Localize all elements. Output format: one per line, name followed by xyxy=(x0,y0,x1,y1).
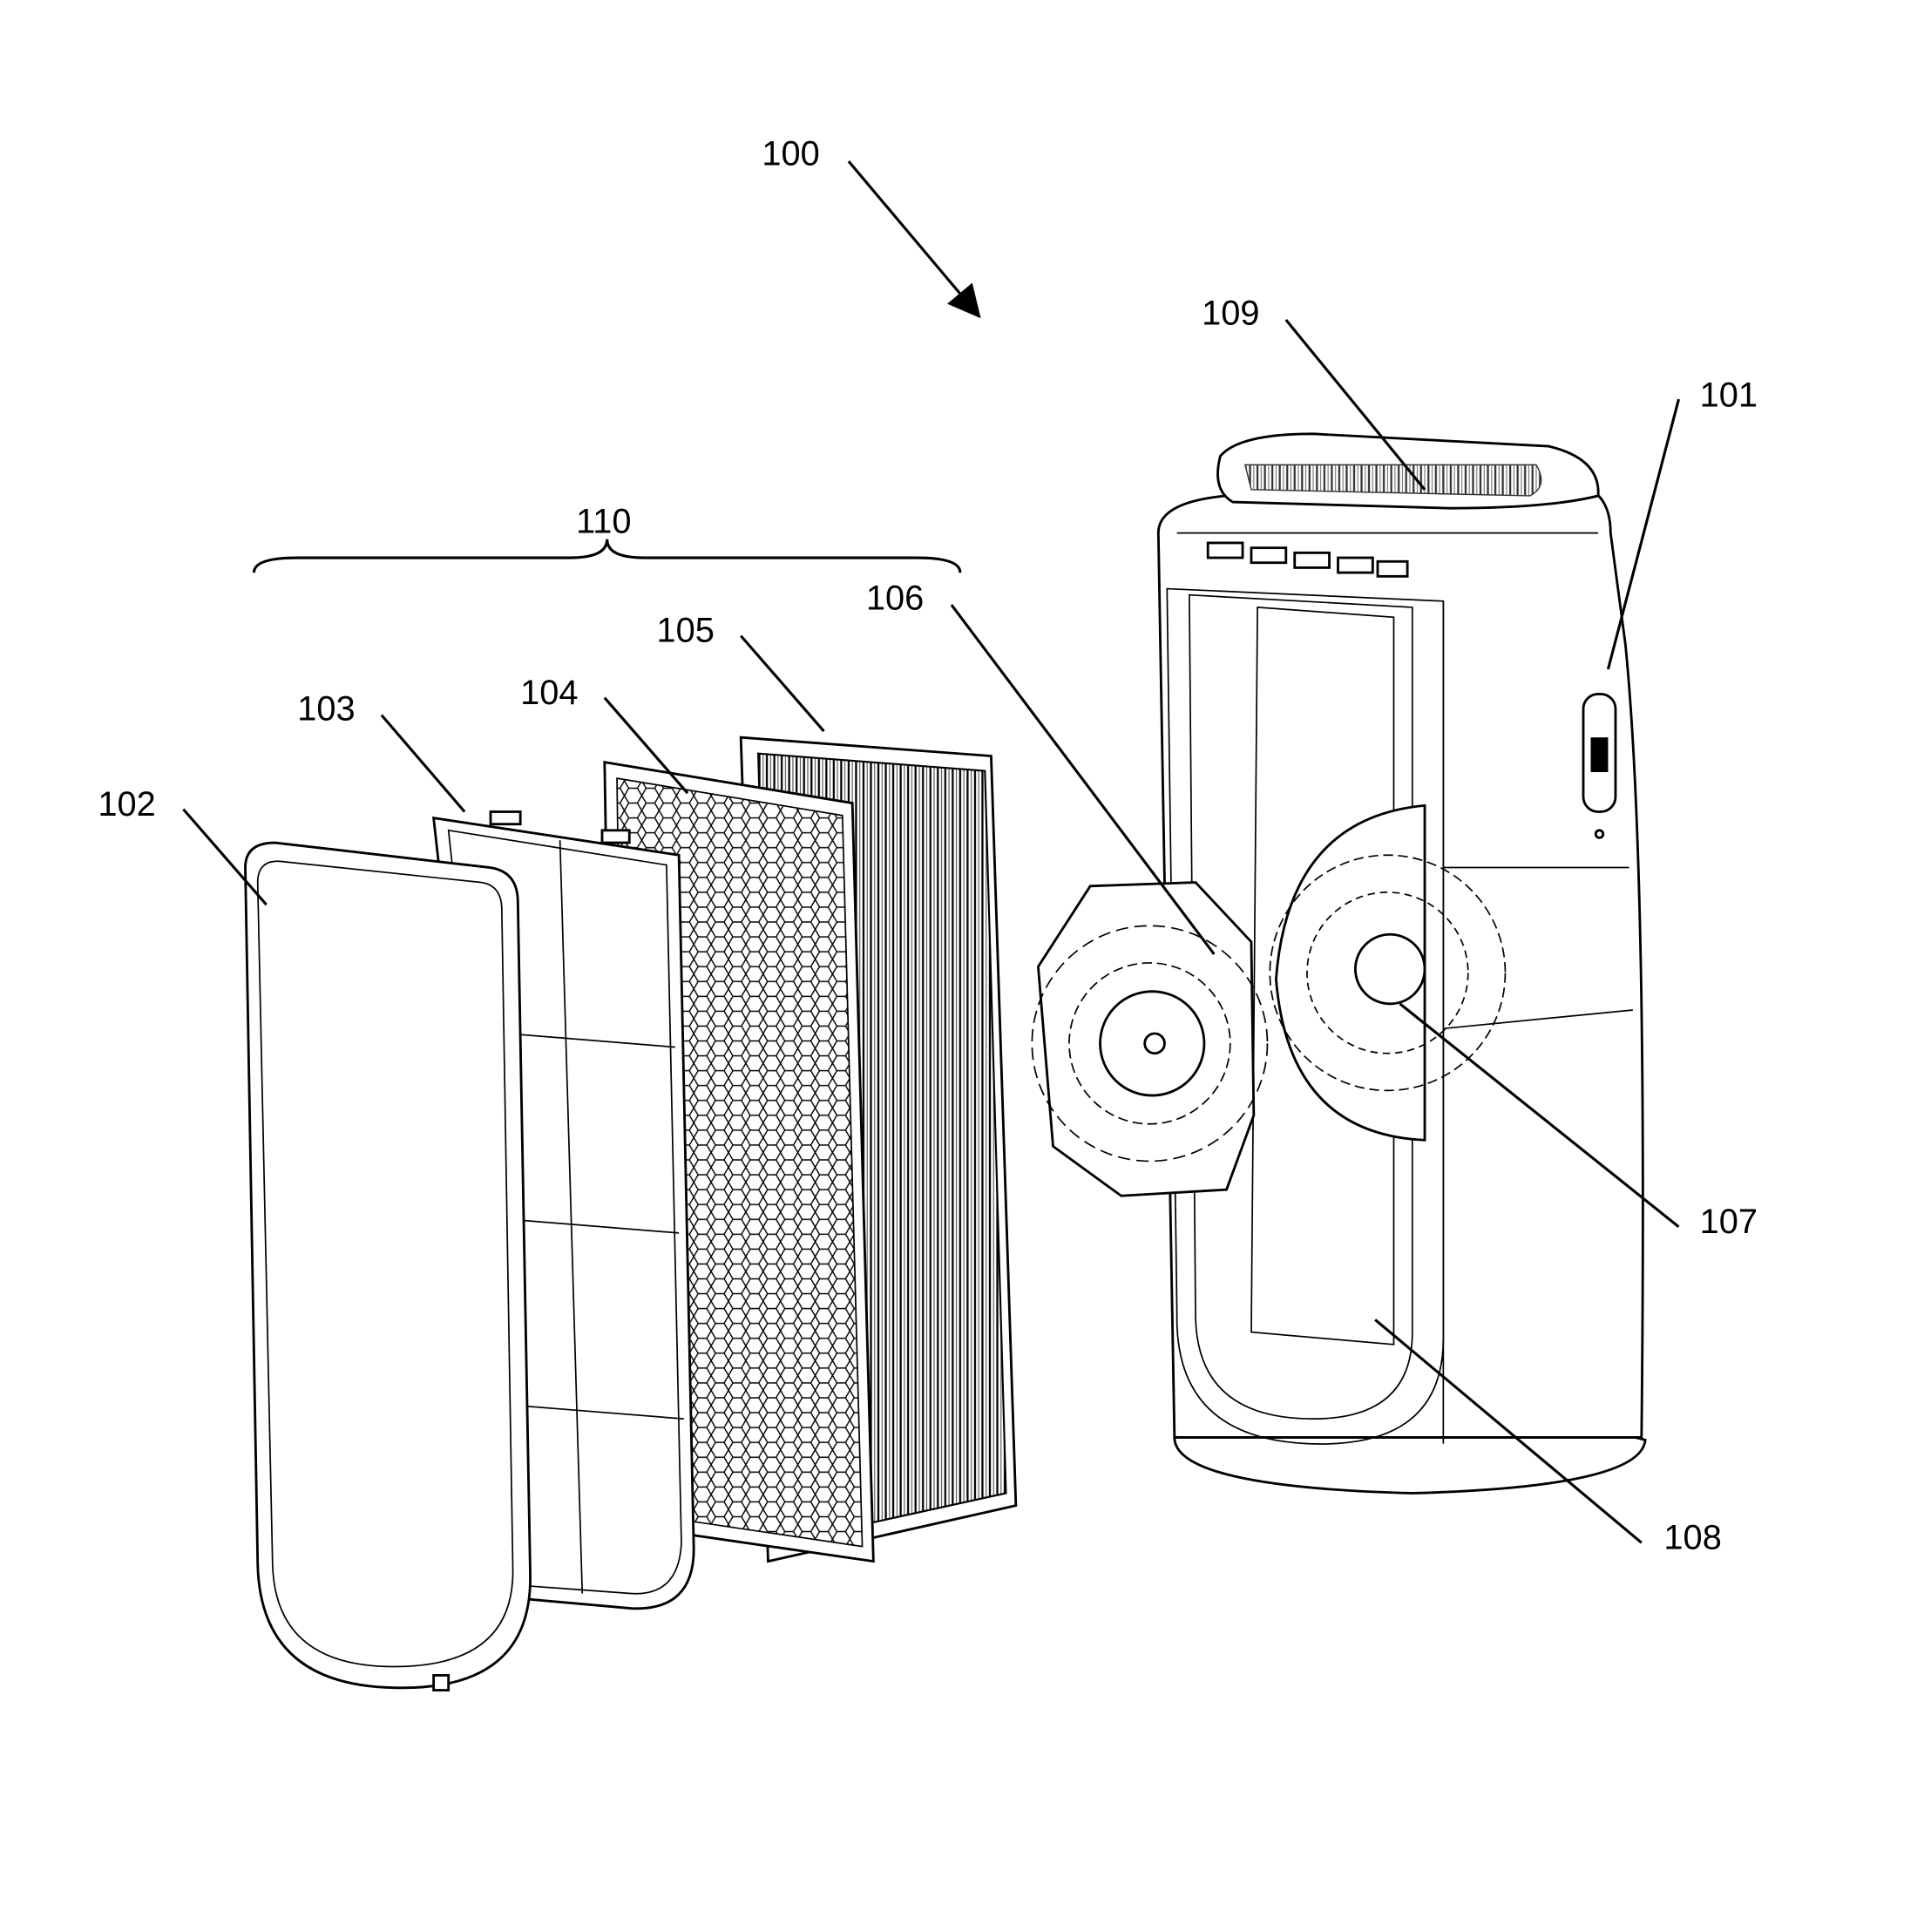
leader-105 xyxy=(740,634,825,733)
leader-108 xyxy=(1374,1319,1643,1544)
leader-101 xyxy=(1606,398,1681,670)
label-106: 106 xyxy=(866,580,924,618)
leader-109 xyxy=(1284,319,1426,491)
label-110: 110 xyxy=(576,503,631,541)
label-103: 103 xyxy=(297,689,355,728)
leader-103 xyxy=(380,714,466,813)
label-105: 105 xyxy=(657,612,715,650)
label-108: 108 xyxy=(1663,1518,1721,1556)
label-107: 107 xyxy=(1700,1203,1758,1241)
label-101: 101 xyxy=(1700,376,1758,415)
leader-104 xyxy=(603,696,689,795)
control-buttons xyxy=(1206,541,1409,578)
side-display xyxy=(1582,693,1617,839)
leader-106 xyxy=(950,604,1216,955)
label-109: 109 xyxy=(1202,295,1259,333)
fan-grille xyxy=(1031,881,1269,1197)
label-104: 104 xyxy=(520,674,578,712)
label-102: 102 xyxy=(98,785,155,824)
leader-107 xyxy=(1399,1002,1680,1229)
label-100: 100 xyxy=(762,134,819,173)
front-cover xyxy=(244,841,532,1691)
assembly-arrow xyxy=(847,160,981,319)
group-brace xyxy=(252,539,962,573)
leader-102 xyxy=(182,808,268,906)
fan xyxy=(1269,803,1507,1142)
